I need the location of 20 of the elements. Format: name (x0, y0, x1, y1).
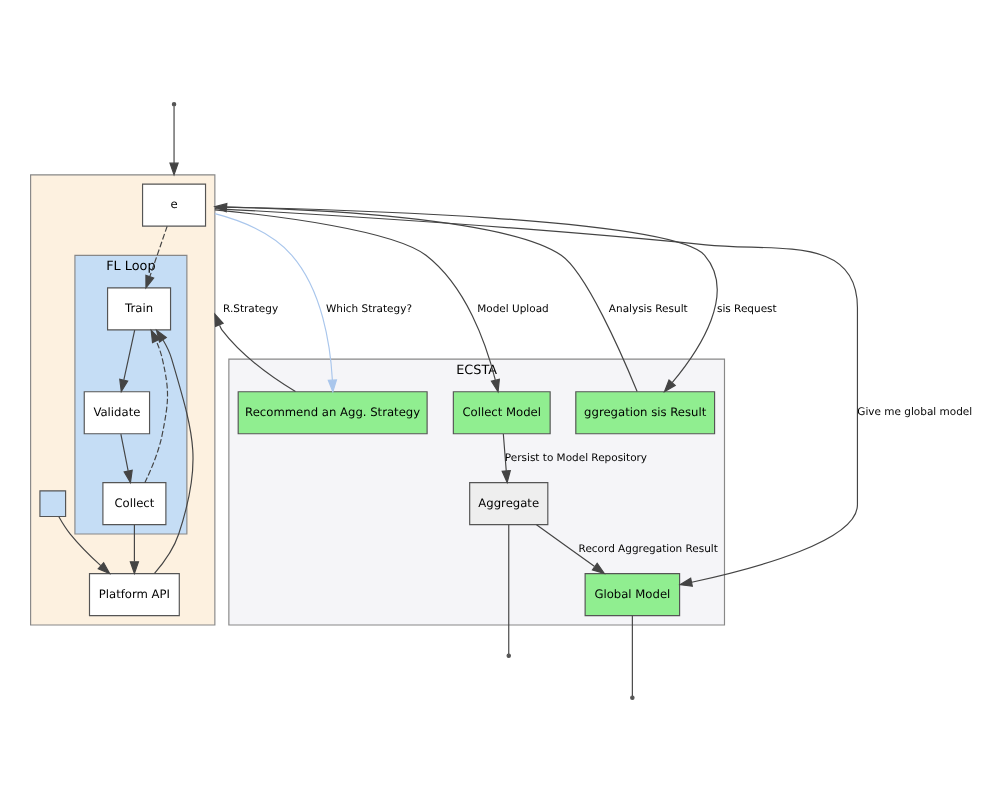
arrow (144, 327, 169, 483)
arrow (535, 523, 606, 574)
arrow (58, 515, 111, 574)
arrow (214, 208, 501, 393)
arrow (213, 201, 638, 392)
arrow (129, 523, 140, 575)
arrow (145, 224, 168, 289)
arrow (214, 206, 859, 586)
arrow (153, 327, 194, 573)
connector (508, 523, 510, 654)
arrow (214, 212, 338, 393)
arrow (214, 205, 718, 392)
node-box (39, 489, 67, 517)
arrow (214, 311, 297, 392)
arrow (501, 432, 512, 484)
arrow (169, 104, 179, 176)
arrow (120, 432, 133, 484)
cluster (30, 173, 216, 625)
arrow (119, 328, 136, 393)
connector (631, 614, 633, 696)
